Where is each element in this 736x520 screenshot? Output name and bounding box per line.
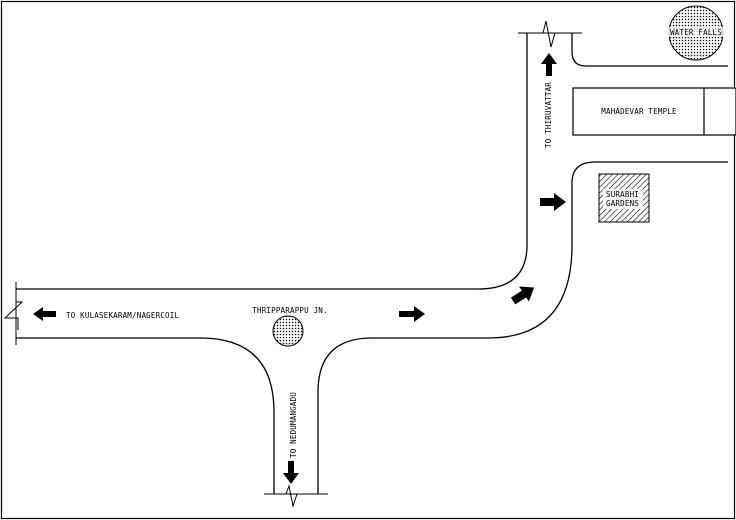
main-road-upper-edge: [16, 33, 528, 290]
route-north-label: TO THIRUVATTAR: [544, 82, 553, 148]
arrow-right-icon: [399, 306, 425, 322]
arrow-diagonal-icon: [510, 286, 535, 305]
arrow-right-icon: [540, 193, 566, 211]
arrow-left-icon: [33, 307, 56, 321]
route-west-label: TO KULASEKARAM/NAGERCOIL: [66, 311, 179, 320]
temple-label: MAHADEVAR TEMPLE: [601, 107, 677, 116]
south-break-icon: [285, 484, 300, 508]
water-falls: WATER FALLS: [668, 5, 724, 61]
gardens-label-line2: GARDENS: [606, 199, 639, 208]
road-network: [3, 20, 728, 508]
arrow-up-icon: [541, 53, 557, 76]
junction-label: THRIPPARAPPU JN.: [252, 306, 327, 315]
main-road-lower-east-edge: [317, 161, 728, 494]
north-road-right-edge: [571, 33, 728, 67]
arrow-down-icon: [283, 461, 299, 484]
west-break-icon: [3, 301, 24, 330]
surabhi-gardens: SURABHI GARDENS: [598, 173, 650, 223]
route-south-label: TO NEDUMANGADU: [289, 392, 298, 458]
gardens-label-line1: SURABHI: [606, 190, 639, 199]
junction-marker: THRIPPARAPPU JN.: [252, 306, 328, 347]
falls-label: WATER FALLS: [670, 28, 722, 37]
main-road-lower-west-edge: [16, 337, 275, 494]
mahadevar-temple: MAHADEVAR TEMPLE: [572, 87, 736, 136]
north-break-icon: [538, 20, 560, 48]
